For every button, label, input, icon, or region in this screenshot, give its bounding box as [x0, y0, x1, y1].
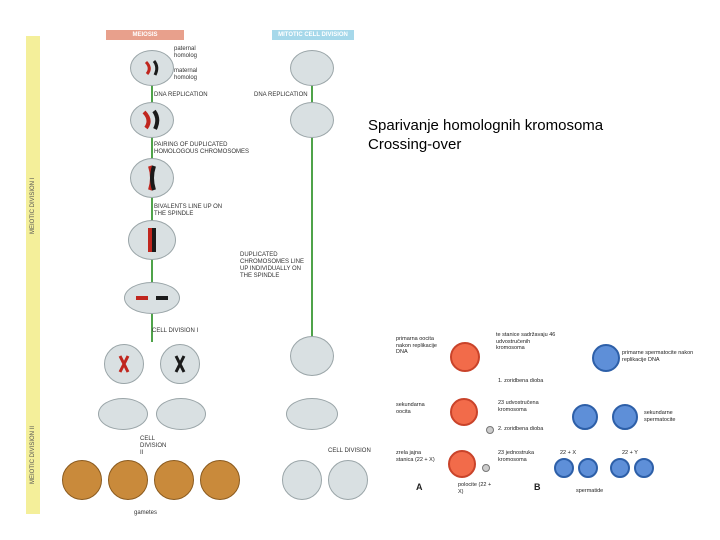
cell-7a: [98, 398, 148, 430]
sperm-primary: [592, 344, 620, 372]
spermatid-1: [554, 458, 574, 478]
bivalents-label: BIVALENTS LINE UP ON THE SPINDLE: [154, 204, 223, 217]
meiosis-flow-line: [151, 82, 153, 342]
gamete-3: [154, 460, 194, 500]
spermatide-label: spermatide: [576, 488, 604, 494]
chromosome-pair-3: [142, 164, 162, 192]
cell-2: [130, 102, 174, 138]
zrela-jajna-label: zrela jajna stanica (22 + X): [396, 450, 435, 463]
cell-7b: [156, 398, 206, 430]
dna-replication-right: DNA REPLICATION: [254, 92, 308, 98]
mitosis-cell-4: [286, 398, 338, 430]
mitotic-header: MITOTIC CELL DIVISION: [272, 30, 354, 40]
chromosome-pair-1: [142, 58, 162, 78]
meiosis-header: MEIOSIS: [106, 30, 184, 40]
meiotic-division-1-label: MEIOTIC DIVISION I: [30, 177, 36, 234]
duplicated-label: DUPLICATED CHROMOSOMES LINE UP INDIVIDUA…: [240, 252, 305, 279]
prva-dioba-label: 1. zoridbena dioba: [498, 378, 544, 384]
gamete-1: [62, 460, 102, 500]
chromosome-pair-2: [140, 108, 164, 132]
label-a: A: [416, 482, 423, 492]
chromosome-pair-4: [140, 226, 164, 254]
maternal-label: maternal homolog: [174, 68, 198, 81]
spermatid-3: [610, 458, 630, 478]
cell-division-right: CELL DIVISION: [328, 448, 371, 454]
te-stanice-label: te stanice sadržavaju 46 udvostručenih k…: [496, 332, 556, 351]
meiotic-division-2-label: MEIOTIC DIVISION II: [30, 425, 36, 484]
cell-1: [130, 50, 174, 86]
mitosis-flow-line: [311, 82, 313, 352]
y-label: 22 + Y: [622, 450, 638, 456]
dna-replication-left: DNA REPLICATION: [154, 92, 208, 98]
pairing-label: PAIRING OF DUPLICATED HOMOLOGOUS CHROMOS…: [154, 142, 250, 155]
mitosis-cell-2: [290, 102, 334, 138]
spermatid-4: [634, 458, 654, 478]
jednostruka-label: 23 jednostruka kromosoma: [498, 450, 535, 463]
cell-division-1: CELL DIVISION I: [152, 328, 199, 334]
gamete-4: [200, 460, 240, 500]
chromosome-pair-5: [134, 288, 170, 308]
caption: Sparivanje homolognih kromosoma Crossing…: [368, 116, 603, 154]
label-b: B: [534, 482, 541, 492]
sperm-secondary-2: [612, 404, 638, 430]
gametogenesis-diagram: primarna oocita nakon replikacije DNA te…: [396, 330, 696, 504]
cell-5: [124, 282, 180, 314]
gametes-label: gametes: [134, 510, 158, 516]
spermatid-2: [578, 458, 598, 478]
polocite-label: polocite (22 + X): [458, 482, 492, 495]
mitosis-cell-5a: [282, 460, 322, 500]
mitosis-cell-1: [290, 50, 334, 86]
meiotic-side-band: [26, 36, 40, 514]
egg-secondary: [450, 398, 478, 426]
polar-body-1: [486, 426, 494, 434]
meiosis-diagram: MEIOTIC DIVISION I MEIOTIC DIVISION II M…: [24, 24, 374, 524]
caption-line-1: Sparivanje homolognih kromosoma: [368, 117, 604, 134]
x-label: 22 + X: [560, 450, 577, 456]
polar-body-2: [482, 464, 490, 472]
udvostrucena-label: 23 udvostručena kromosoma: [498, 400, 539, 413]
sperm-secondary-1: [572, 404, 598, 430]
caption-line-2: Crossing-over: [368, 136, 462, 153]
cell-6b: [160, 344, 200, 384]
mitosis-cell-3: [290, 336, 334, 376]
primarna-oocita-label: primarna oocita nakon replikacije DNA: [396, 336, 437, 355]
cell-division-2: CELL DIVISION II: [140, 436, 167, 456]
egg-primary: [450, 342, 480, 372]
paternal-label: paternal homolog: [174, 46, 198, 59]
sekundarna-oocita-label: sekundarna oocita: [396, 402, 425, 415]
mitosis-cell-5b: [328, 460, 368, 500]
chromosome-6b: [172, 354, 188, 374]
sekundarne-spermatocite-label: sekundarne spermatocite: [644, 410, 676, 423]
druga-dioba-label: 2. zoridbena dioba: [498, 426, 544, 432]
primarne-spermatocite-label: primarne spermatocite nakon replikacije …: [622, 350, 694, 363]
egg-mature: [448, 450, 476, 478]
gamete-2: [108, 460, 148, 500]
chromosome-6a: [116, 354, 132, 374]
